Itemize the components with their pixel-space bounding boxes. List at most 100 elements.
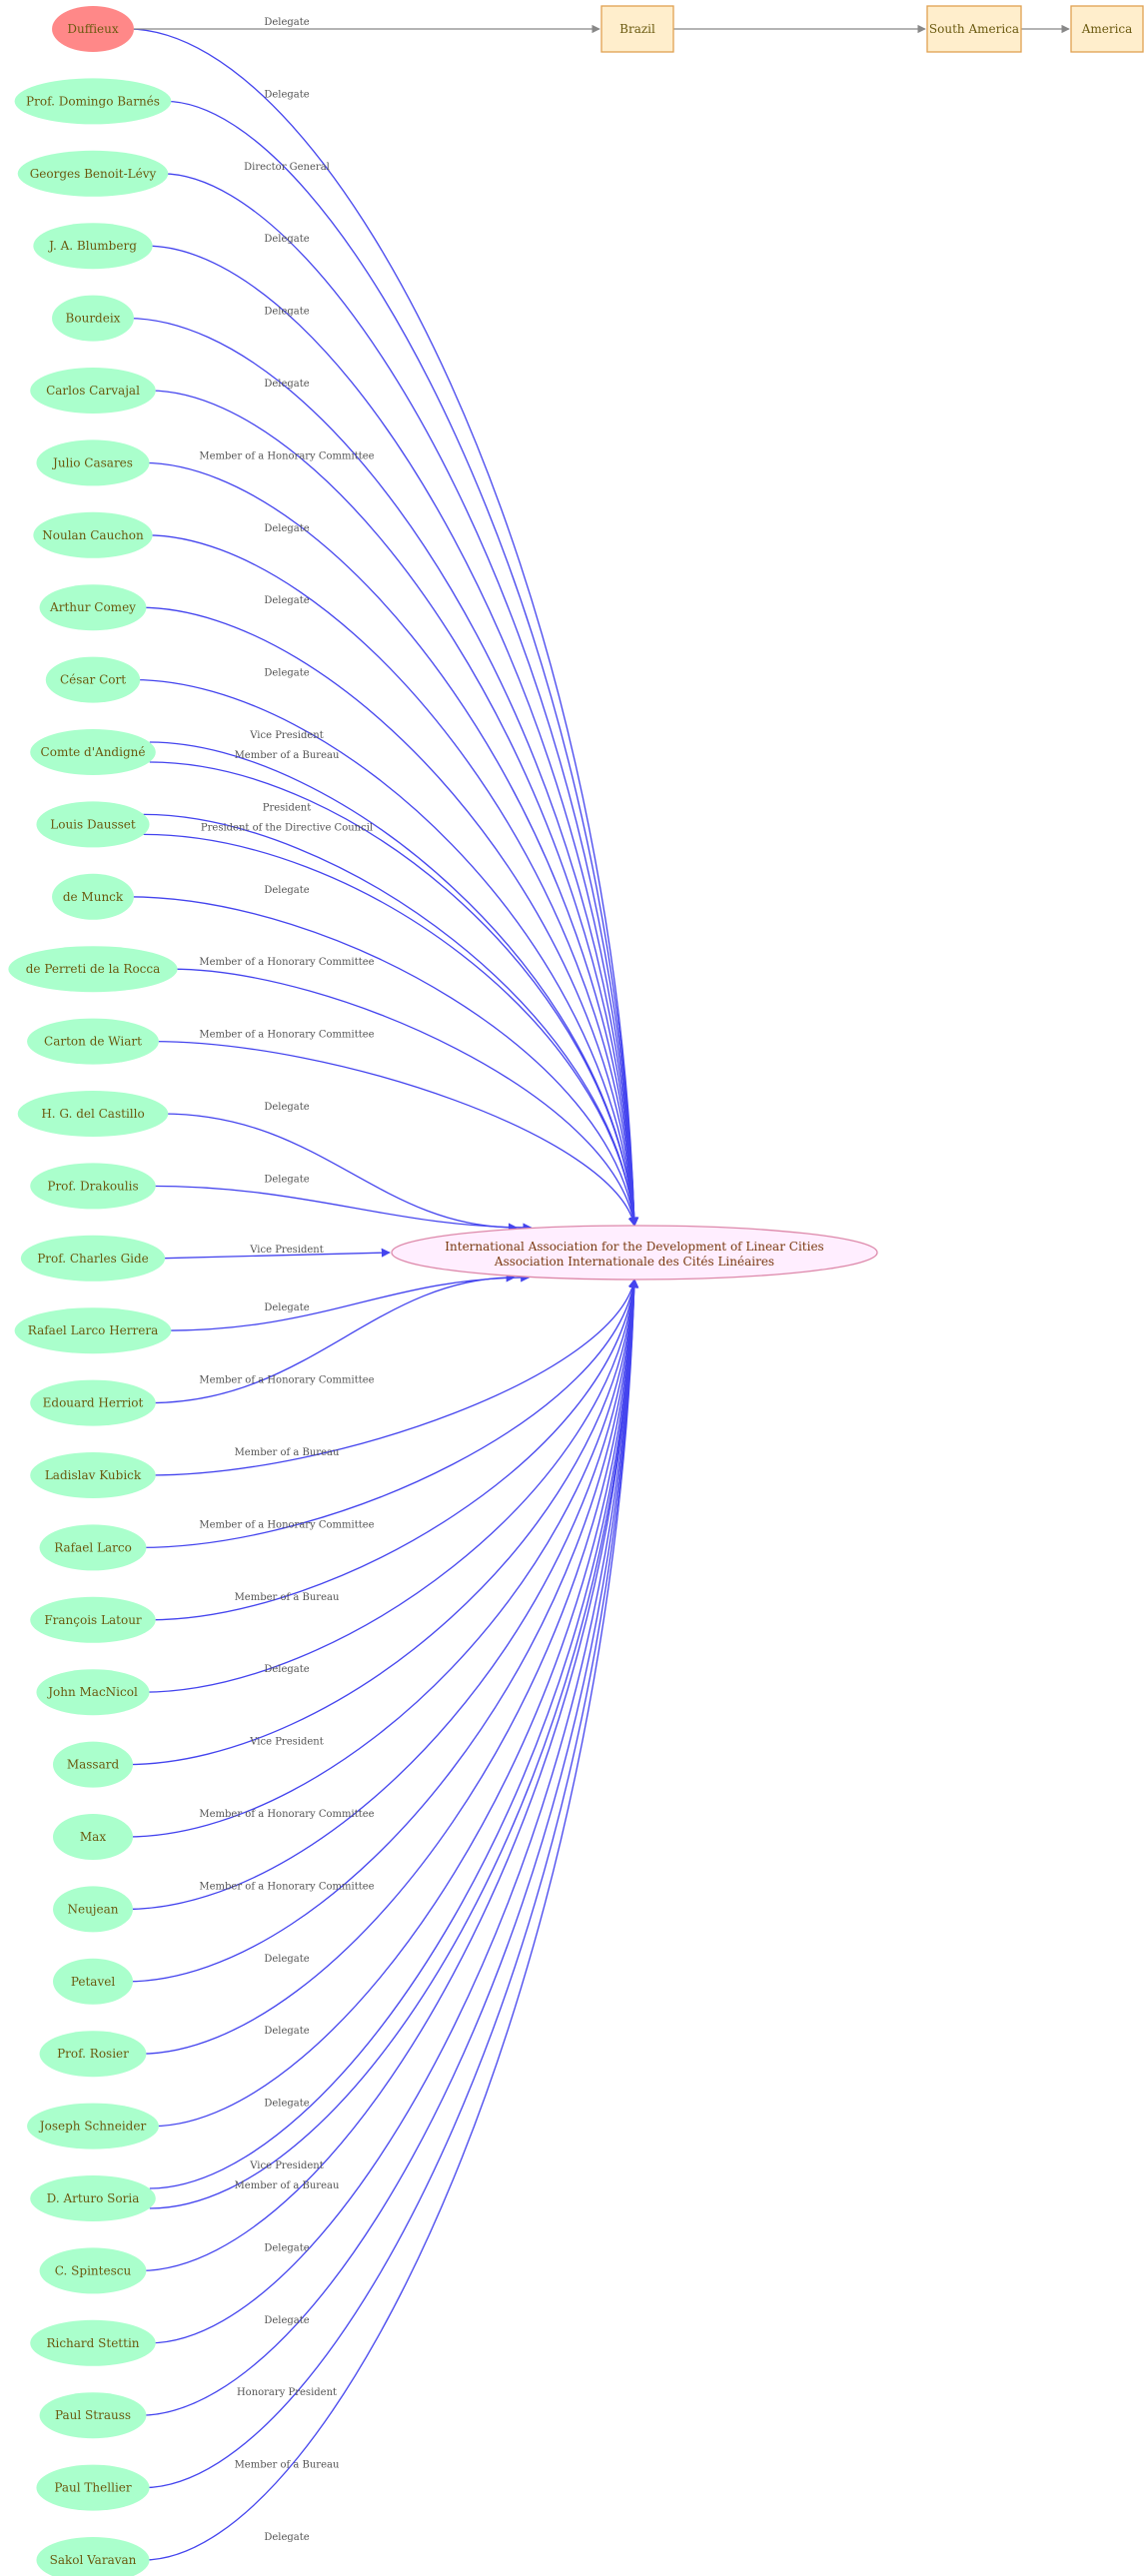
person-node-massard[interactable]: Massard bbox=[53, 1741, 133, 1788]
person-ellipse bbox=[8, 946, 178, 993]
edge-max-member-of-a-honorary-committee bbox=[126, 1279, 638, 1838]
person-name: Prof. Drakoulis bbox=[47, 1179, 138, 1193]
place-node-brazil[interactable]: Brazil bbox=[600, 5, 674, 53]
person-name: Rafael Larco Herrera bbox=[28, 1323, 158, 1337]
person-node-louis-dausset[interactable]: Louis Dausset bbox=[36, 801, 150, 848]
person-node-de-munck[interactable]: de Munck bbox=[52, 873, 134, 920]
edge-prof-charles-gide-vice-president bbox=[159, 1248, 391, 1260]
person-node-petavel[interactable]: Petavel bbox=[53, 1958, 133, 2005]
edge-label: President bbox=[263, 802, 312, 813]
edge-bourdeix-delegate bbox=[127, 317, 639, 1227]
person-name: John MacNicol bbox=[46, 1685, 138, 1699]
edge-label: Delegate bbox=[264, 668, 309, 679]
person-node-prof-charles-gide[interactable]: Prof. Charles Gide bbox=[20, 1235, 166, 1282]
edge-comte-d-andigne-member-of-a-bureau bbox=[149, 761, 638, 1227]
edge-label: Delegate bbox=[264, 307, 309, 318]
edge-label: Member of a Bureau bbox=[235, 1592, 340, 1603]
edge-john-macnicol-delegate bbox=[143, 1279, 638, 1693]
person-node-neujean[interactable]: Neujean bbox=[53, 1886, 133, 1933]
edge-label: Delegate bbox=[264, 885, 309, 896]
organization-node[interactable]: International Association for the Develo… bbox=[391, 1225, 878, 1281]
person-node-john-macnicol[interactable]: John MacNicol bbox=[36, 1669, 150, 1716]
person-name: Georges Benoit-Lévy bbox=[30, 167, 157, 181]
edge-label: Delegate bbox=[264, 1174, 309, 1185]
person-ellipse bbox=[30, 368, 156, 414]
edge-label: Delegate bbox=[264, 1302, 309, 1313]
person-ellipse bbox=[30, 1596, 156, 1643]
person-node-richard-stettin[interactable]: Richard Stettin bbox=[30, 2319, 156, 2366]
edge-label: Delegate bbox=[264, 17, 309, 28]
person-node-prof-rosier[interactable]: Prof. Rosier bbox=[39, 2031, 147, 2078]
person-node-de-perreti-de-la-rocca[interactable]: de Perreti de la Rocca bbox=[8, 946, 178, 993]
place-node-south-america[interactable]: South America bbox=[926, 5, 1022, 53]
person-ellipse bbox=[53, 1958, 133, 2005]
person-node-ladislav-kubick[interactable]: Ladislav Kubick bbox=[30, 1452, 156, 1498]
edge-julio-casares-member-of-a-honorary-committee bbox=[143, 461, 639, 1227]
person-name: Carton de Wiart bbox=[44, 1035, 142, 1049]
person-node-rafael-larco[interactable]: Rafael Larco bbox=[39, 1524, 147, 1571]
person-node-julio-casares[interactable]: Julio Casares bbox=[36, 439, 150, 486]
person-name: Ladislav Kubick bbox=[45, 1468, 142, 1482]
person-node-prof-drakoulis[interactable]: Prof. Drakoulis bbox=[30, 1163, 156, 1210]
edge-joseph-schneider-delegate bbox=[152, 1279, 639, 2128]
place-node-america[interactable]: America bbox=[1070, 5, 1144, 53]
place-label: America bbox=[1081, 22, 1133, 36]
person-node-comte-d-andigne[interactable]: Comte d'Andigné bbox=[30, 729, 156, 775]
person-node-rafael-larco-herrera[interactable]: Rafael Larco Herrera bbox=[14, 1307, 172, 1354]
person-node-c-spintescu[interactable]: C. Spintescu bbox=[39, 2247, 147, 2294]
edge-c-spintescu-delegate bbox=[140, 1279, 639, 2272]
person-node-d-arturo-soria[interactable]: D. Arturo Soria bbox=[30, 2175, 156, 2221]
edge-label: Delegate bbox=[264, 89, 309, 100]
person-name: C. Spintescu bbox=[55, 2263, 132, 2277]
person-name: Massard bbox=[67, 1758, 120, 1772]
person-name: Julio Casares bbox=[51, 455, 133, 469]
edge-j-a-blumberg-delegate bbox=[146, 245, 639, 1227]
person-ellipse bbox=[52, 295, 134, 342]
person-node-paul-thellier[interactable]: Paul Thellier bbox=[36, 2464, 150, 2511]
edge-rafael-larco-herrera-delegate bbox=[165, 1273, 531, 1331]
edge-prof-domingo-barnes-delegate bbox=[165, 100, 639, 1227]
edge-louis-dausset-president bbox=[143, 813, 638, 1227]
edge-francois-latour-member-of-a-bureau bbox=[149, 1279, 638, 1621]
edge-prof-drakoulis-delegate bbox=[149, 1185, 533, 1233]
person-node-paul-strauss[interactable]: Paul Strauss bbox=[39, 2392, 147, 2439]
edge-label: Member of a Honorary Committee bbox=[199, 1881, 374, 1892]
person-node-edouard-herriot[interactable]: Edouard Herriot bbox=[30, 1379, 156, 1426]
person-name: de Munck bbox=[63, 890, 124, 904]
edge-label: Director General bbox=[244, 162, 330, 173]
person-node-prof-domingo-barnes[interactable]: Prof. Domingo Barnés bbox=[14, 78, 172, 125]
person-name: Prof. Rosier bbox=[57, 2047, 129, 2061]
person-node-noulan-cauchon[interactable]: Noulan Cauchon bbox=[33, 511, 153, 558]
person-node-georges-benoit-levy[interactable]: Georges Benoit-Lévy bbox=[17, 150, 169, 197]
person-ellipse bbox=[39, 1524, 147, 1571]
person-node-j-a-blumberg[interactable]: J. A. Blumberg bbox=[33, 223, 153, 270]
person-node-arthur-comey[interactable]: Arthur Comey bbox=[39, 584, 147, 631]
edge-carlos-carvajal-delegate bbox=[149, 390, 639, 1227]
person-name: Sakol Varavan bbox=[50, 2553, 137, 2567]
person-ellipse bbox=[27, 2103, 159, 2149]
person-node-carton-de-wiart[interactable]: Carton de Wiart bbox=[27, 1018, 159, 1065]
person-node-h-g-del-castillo[interactable]: H. G. del Castillo bbox=[17, 1091, 169, 1137]
person-name: D. Arturo Soria bbox=[47, 2191, 140, 2205]
person-node-joseph-schneider[interactable]: Joseph Schneider bbox=[27, 2103, 159, 2149]
person-node-francois-latour[interactable]: François Latour bbox=[30, 1596, 156, 1643]
person-node-sakol-varavan[interactable]: Sakol Varavan bbox=[36, 2537, 150, 2576]
person-node-bourdeix[interactable]: Bourdeix bbox=[52, 295, 134, 342]
person-ellipse bbox=[30, 729, 156, 775]
edge-rafael-larco-member-of-a-honorary-committee bbox=[140, 1279, 638, 1549]
edge-label: Member of a Bureau bbox=[235, 1447, 340, 1458]
edge-louis-dausset-president-of-the-directive-council bbox=[143, 833, 638, 1227]
person-ellipse bbox=[30, 2319, 156, 2366]
place-box bbox=[600, 5, 674, 53]
person-ellipse bbox=[17, 1091, 169, 1137]
edge-label: Vice President bbox=[249, 1737, 323, 1748]
person-ellipse bbox=[30, 2175, 156, 2221]
person-node-cesar-cort[interactable]: César Cort bbox=[45, 656, 141, 703]
person-ellipse bbox=[45, 656, 141, 703]
person-node-duffieux[interactable]: Duffieux bbox=[52, 6, 134, 52]
person-name: Prof. Domingo Barnés bbox=[26, 94, 160, 108]
person-ellipse bbox=[39, 584, 147, 631]
person-node-max[interactable]: Max bbox=[53, 1814, 133, 1860]
person-name: Edouard Herriot bbox=[43, 1396, 144, 1410]
person-node-carlos-carvajal[interactable]: Carlos Carvajal bbox=[30, 368, 156, 414]
